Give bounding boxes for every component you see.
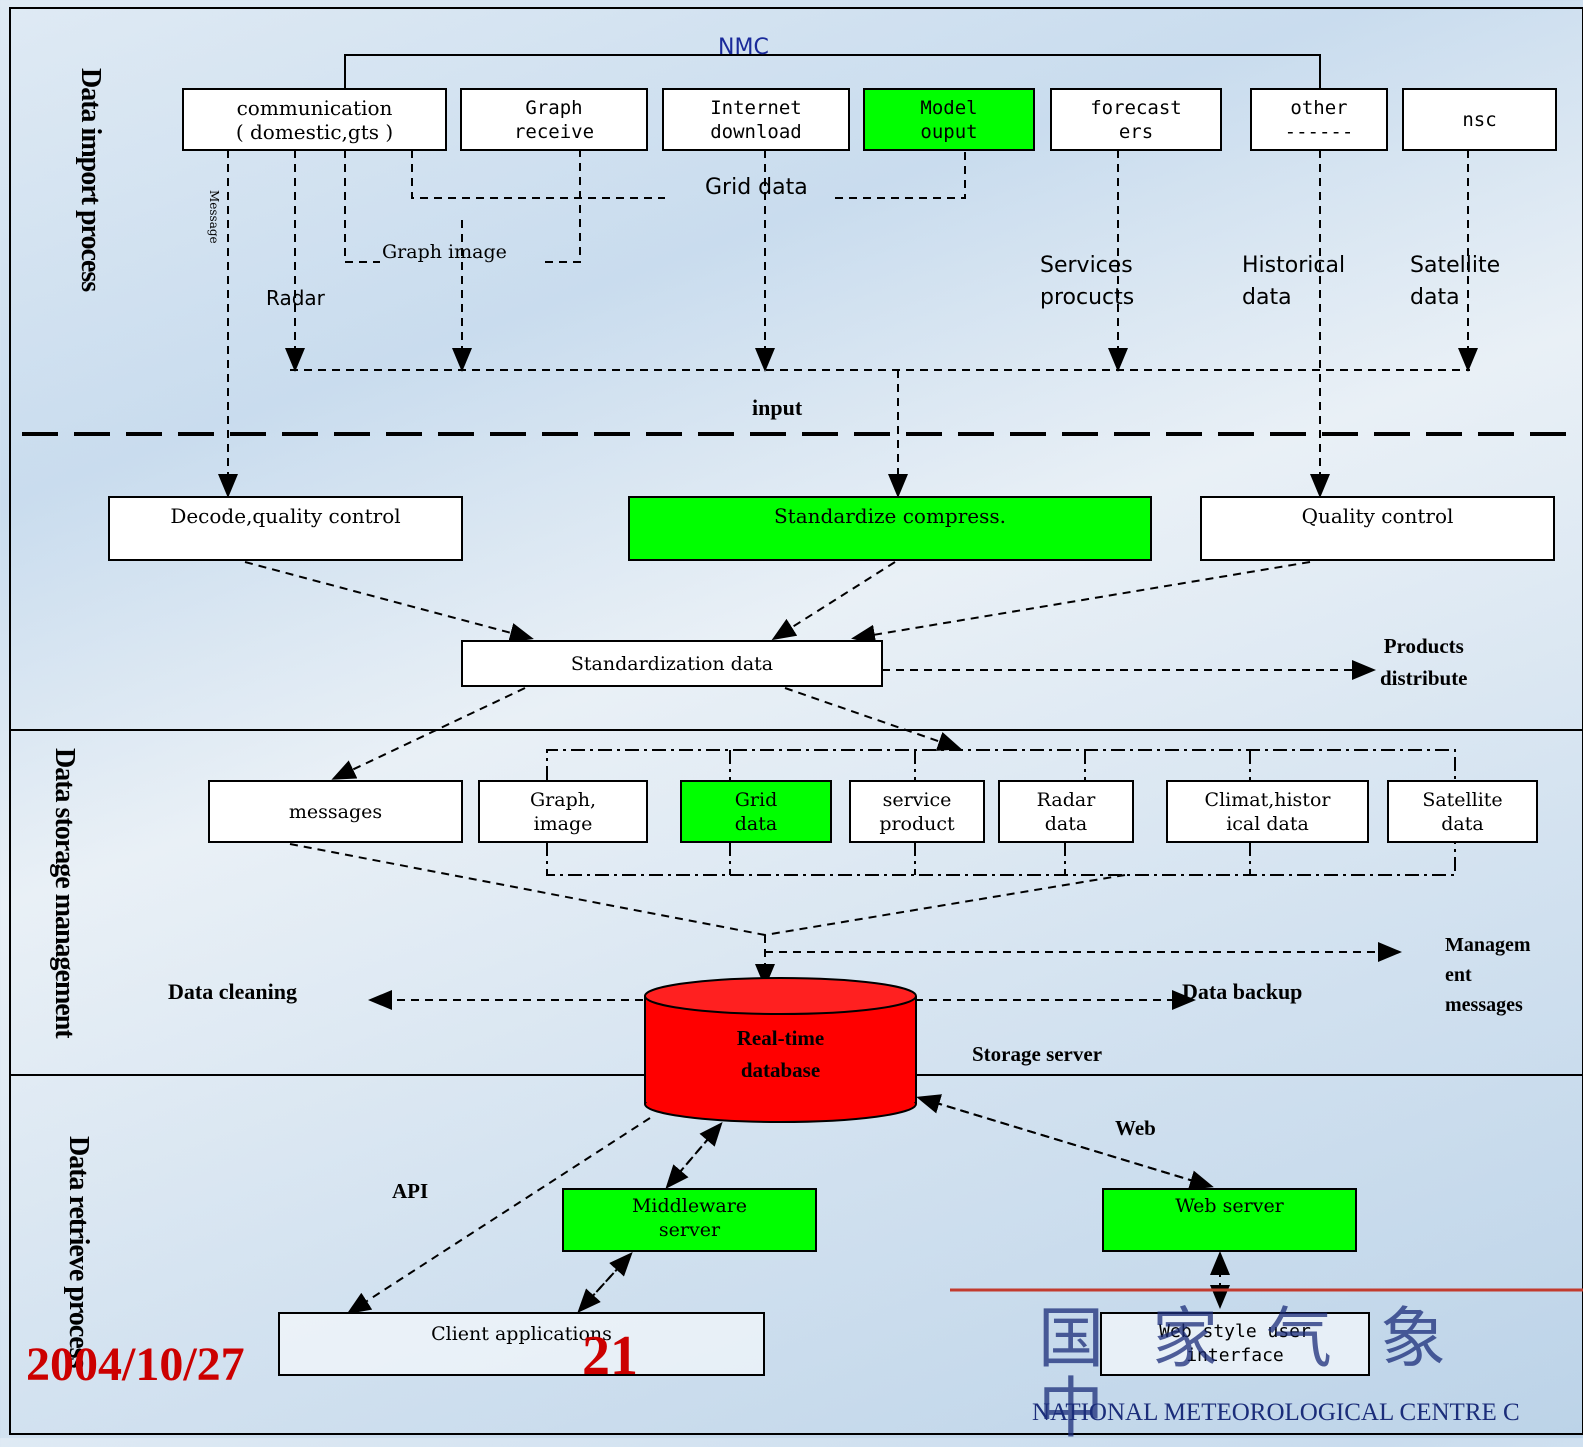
input-label: input — [752, 395, 803, 420]
quality-control-box: Quality control — [1200, 496, 1555, 561]
decode-quality-control-box: Decode,quality control — [108, 496, 463, 561]
nmc-label: NMC — [718, 35, 769, 60]
footer-logo-chinese: 国家气象中 — [1038, 1300, 1494, 1447]
storage-messages: messages — [208, 780, 463, 843]
web-style-interface-box: Web style user interface — [1100, 1312, 1370, 1376]
footer-page-number: 21 — [582, 1325, 638, 1387]
message-label: Message — [207, 190, 221, 244]
satellite-data-label: Satellite data — [1410, 253, 1501, 310]
source-other: other ------ — [1250, 88, 1388, 151]
source-graph-receive: Graph receive — [460, 88, 648, 151]
storage-server-label: Storage server — [972, 1042, 1103, 1066]
products-distribute-label: Products distribute — [1380, 634, 1468, 690]
management-messages-label: Managem ent messages — [1445, 934, 1531, 1016]
graph-image-label: Graph image — [382, 241, 507, 263]
client-applications-box: Client applications — [278, 1312, 765, 1376]
data-cleaning-label: Data cleaning — [168, 979, 297, 1004]
radar-label: Radar — [266, 286, 325, 310]
source-communication: communication ( domestic,gts ) — [182, 88, 447, 151]
services-products-label: Services procucts — [1040, 253, 1135, 310]
source-model-output: Model ouput — [863, 88, 1035, 151]
storage-radar-data: Radar data — [998, 780, 1134, 843]
section-storage-label: Data storage management — [49, 748, 80, 1038]
standardize-compress-box: Standardize compress. — [628, 496, 1152, 561]
realtime-database-label: Real-time database — [736, 1026, 825, 1082]
storage-climat-historical-data: Climat,histor ical data — [1166, 780, 1369, 843]
data-backup-label: Data backup — [1182, 979, 1303, 1004]
section-import-label: Data import process — [75, 68, 106, 292]
api-label: API — [392, 1179, 429, 1203]
middleware-server-box: Middleware server — [562, 1188, 817, 1252]
database-cylinder — [644, 977, 917, 1123]
source-forecasters: forecast ers — [1050, 88, 1222, 151]
source-nsc: nsc — [1402, 88, 1557, 151]
historical-data-label: Historical data — [1242, 253, 1346, 310]
storage-grid-data: Grid data — [680, 780, 832, 843]
grid-data-label: Grid data — [705, 175, 808, 200]
storage-graph-image: Graph, image — [478, 780, 648, 843]
web-server-box: Web server — [1102, 1188, 1357, 1252]
storage-service-product: service product — [849, 780, 985, 843]
standardization-data-box: Standardization data — [461, 640, 883, 687]
section-retrieve-label: Data retrieve process — [63, 1136, 94, 1368]
footer-date: 2004/10/27 — [26, 1338, 245, 1391]
storage-satellite-data: Satellite data — [1387, 780, 1538, 843]
web-label: Web — [1115, 1116, 1156, 1140]
source-internet-download: Internet download — [662, 88, 850, 151]
footer-centre-name: NATIONAL METEOROLOGICAL CENTRE C — [1032, 1399, 1520, 1426]
